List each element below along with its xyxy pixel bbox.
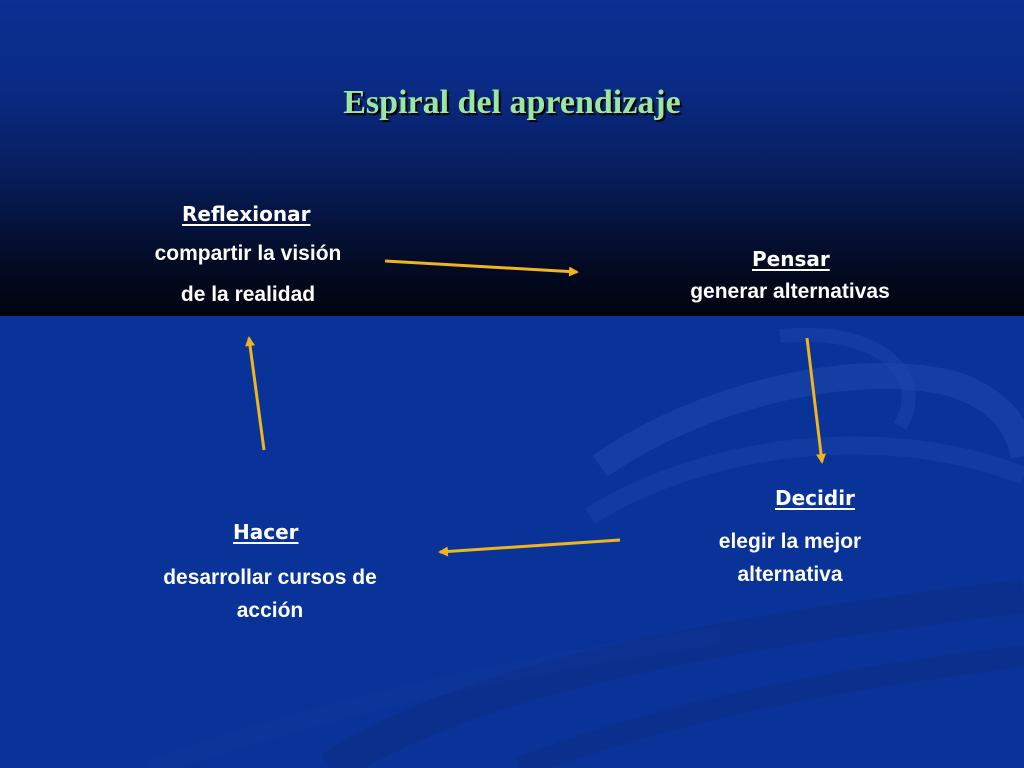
node-text-decidir-1: elegir la mejor	[718, 530, 862, 553]
header-gradient-band	[0, 0, 1024, 316]
node-title-hacer: Hacer	[233, 520, 299, 544]
node-text-decidir-2: alternativa	[737, 563, 843, 586]
node-title-pensar: Pensar	[752, 247, 830, 271]
node-title-reflexionar: Reflexionar	[182, 202, 311, 226]
page-title: Espiral del aprendizaje	[343, 84, 681, 121]
node-text-pensar-1: generar alternativas	[690, 280, 890, 303]
node-text-hacer-2: acción	[236, 599, 304, 622]
node-text-hacer-1: desarrollar cursos de	[163, 566, 377, 589]
node-text-reflexionar-1: compartir la visión	[154, 242, 342, 265]
node-title-decidir: Decidir	[775, 486, 855, 510]
background-panel	[0, 316, 1024, 768]
node-text-reflexionar-2: de la realidad	[180, 283, 316, 306]
